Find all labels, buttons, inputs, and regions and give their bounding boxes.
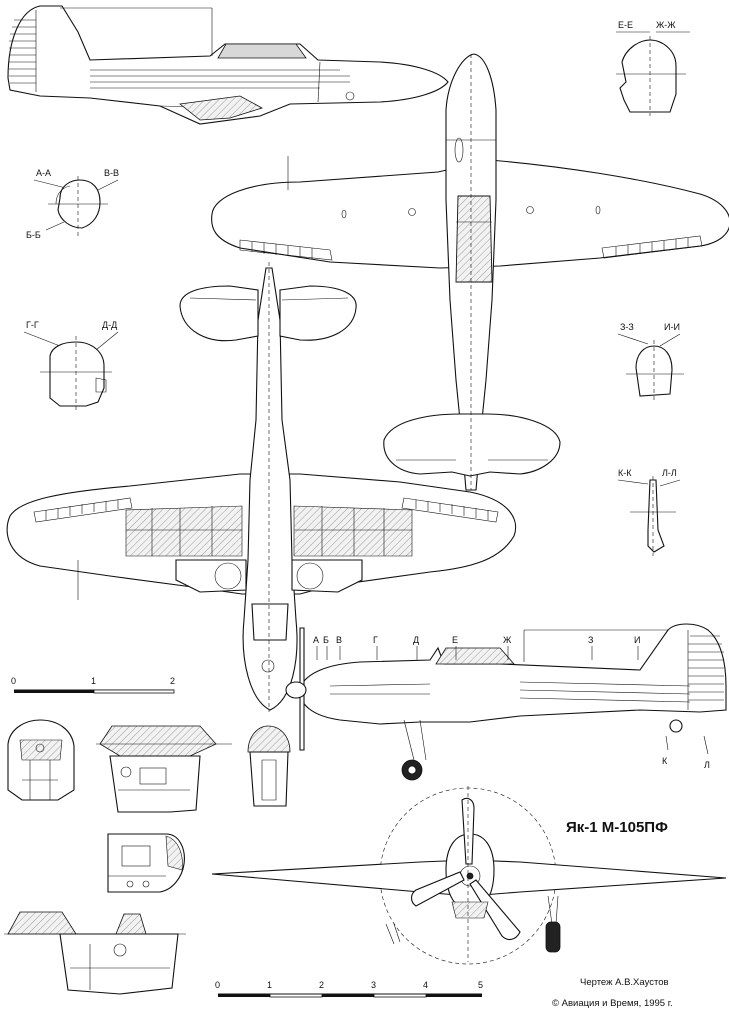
section-e-zh: Е-Е Ж-Ж <box>616 20 690 116</box>
section-g-d: Г-Г Д-Д <box>23 320 119 412</box>
scale-small-tick-2: 2 <box>170 676 175 686</box>
section-a-b-v: А-А В-В Б-Б <box>26 168 119 240</box>
side-view-main: А Б В Г Д Е Ж З И К Л <box>285 623 727 781</box>
copyright-credit: © Авиация и Время, 1995 г. <box>552 998 673 1009</box>
section-label-ii: И-И <box>664 322 680 332</box>
station-marker-g: Г <box>373 635 378 645</box>
cockpit-details <box>4 719 291 995</box>
author-credit: Чертеж А.В.Хаустов <box>580 977 669 988</box>
section-label-aa: А-А <box>36 168 51 178</box>
drawing-title: Як-1 М-105ПФ <box>566 819 668 836</box>
plan-view-top <box>211 53 729 491</box>
section-label-ll: Л-Л <box>662 468 677 478</box>
section-label-zz: З-З <box>620 322 634 332</box>
station-marker-zh: Ж <box>503 635 512 645</box>
plan-view-bottom <box>6 262 517 712</box>
gear-marker-l: Л <box>704 760 710 770</box>
station-marker-b: Б <box>323 635 329 645</box>
scale-large-tick-4: 4 <box>423 980 428 990</box>
scale-large-tick-1: 1 <box>267 980 272 990</box>
scale-bar-small: 0 1 2 <box>11 676 175 694</box>
station-marker-z: З <box>588 635 593 645</box>
scale-large-tick-5: 5 <box>478 980 483 990</box>
front-view <box>211 786 727 965</box>
station-marker-d: Д <box>413 635 419 645</box>
section-z-i: З-З И-И <box>617 322 684 402</box>
scale-large-tick-0: 0 <box>215 980 220 990</box>
side-view-top <box>7 5 449 125</box>
section-label-dd: Д-Д <box>102 320 117 330</box>
section-label-gg: Г-Г <box>26 320 39 330</box>
gear-marker-k: К <box>662 756 668 766</box>
section-label-kk: К-К <box>618 468 632 478</box>
station-marker-v: В <box>336 635 342 645</box>
section-label-vv: В-В <box>104 168 119 178</box>
section-k-l: К-К Л-Л <box>617 468 681 556</box>
station-marker-e: Е <box>452 635 458 645</box>
scale-large-tick-2: 2 <box>319 980 324 990</box>
station-marker-a: А <box>313 635 319 645</box>
scale-large-tick-3: 3 <box>371 980 376 990</box>
scale-small-tick-0: 0 <box>11 676 16 686</box>
station-marker-i: И <box>634 635 640 645</box>
section-label-zhzh: Ж-Ж <box>656 20 676 30</box>
section-label-ee: Е-Е <box>618 20 633 30</box>
scale-small-tick-1: 1 <box>91 676 96 686</box>
scale-bar-large: 0 1 2 3 4 5 <box>215 980 483 998</box>
section-label-bb: Б-Б <box>26 230 41 240</box>
